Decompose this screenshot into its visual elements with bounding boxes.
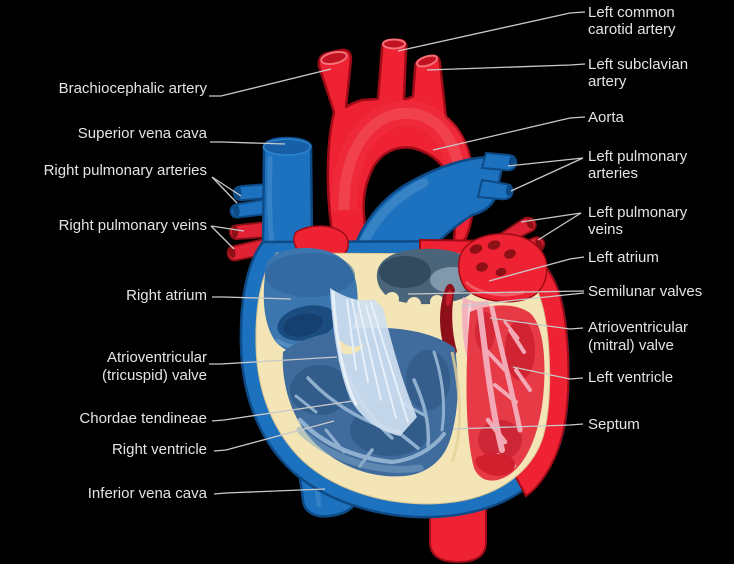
label-left-pulmonary-veins: Left pulmonary veins: [588, 204, 688, 238]
leader-line: [507, 157, 584, 167]
label-right-atrium: Right atrium: [126, 287, 207, 304]
leader-line: [211, 176, 242, 197]
label-left-subclavian-artery: Left subclavian artery: [588, 56, 689, 90]
leader-line: [213, 420, 335, 452]
leader-line: [397, 11, 586, 52]
leader-line: [209, 68, 332, 97]
leader-line: [210, 225, 245, 232]
superior-vena-cava-vessel: [261, 136, 314, 251]
semilunar-valve-cusps: [385, 292, 444, 311]
leader-line: [537, 212, 582, 241]
label-right-ventricle: Right ventricle: [111, 441, 207, 458]
subclavian-opening: [415, 54, 439, 68]
leader-line: [460, 292, 585, 307]
septum-band: [450, 351, 461, 463]
label-right-pulmonary-arteries: Right pulmonary arteries: [43, 162, 207, 179]
leader-line: [489, 317, 584, 330]
leader-line: [407, 290, 585, 295]
label-left-pulmonary-arteries: Left pulmonary arteries: [588, 148, 688, 182]
leader-line: [213, 488, 326, 495]
carotid-opening: [382, 38, 406, 50]
label-tricuspid-valve: Atrioventricular (tricuspid) valve: [101, 349, 207, 384]
leader-line: [211, 400, 354, 422]
label-left-atrium: Left atrium: [588, 249, 659, 266]
label-left-common-carotid-artery: Left common carotid artery: [588, 4, 676, 38]
right-pulmonary-arteries-vessel: [229, 182, 269, 219]
label-inferior-vena-cava: Inferior vena cava: [87, 485, 207, 502]
label-mitral-valve: Atrioventricular (mitral) valve: [588, 319, 689, 354]
aorta-arch: [317, 38, 475, 254]
brachiocephalic-opening: [320, 50, 348, 66]
leader-line: [520, 212, 582, 223]
leader-lines: [209, 11, 586, 495]
leader-line: [510, 157, 584, 192]
leader-line: [210, 141, 286, 145]
left-atrium-chamber: [458, 233, 548, 303]
aortic-root-crescent: [440, 283, 457, 357]
label-semilunar-valves: Semilunar valves: [588, 283, 703, 300]
leader-line: [211, 176, 238, 204]
pulmonary-vein-openings: [469, 240, 516, 277]
leader-line: [212, 296, 292, 300]
label-right-pulmonary-veins: Right pulmonary veins: [58, 217, 207, 234]
left-ventricle-chamber: [466, 305, 545, 481]
leader-line: [432, 116, 586, 151]
right-atrial-appendage: [293, 225, 349, 255]
label-left-ventricle: Left ventricle: [588, 369, 674, 386]
leader-line: [210, 225, 235, 250]
leader-line: [452, 423, 584, 430]
leader-line: [209, 356, 338, 365]
label-brachiocephalic-artery: Brachiocephalic artery: [58, 80, 207, 97]
label-superior-vena-cava: Superior vena cava: [77, 125, 207, 142]
leader-line: [426, 63, 586, 71]
label-aorta: Aorta: [588, 109, 624, 126]
leader-line: [488, 256, 585, 282]
svc-opening: [262, 138, 312, 156]
left-ventricle-chordae: [477, 305, 532, 468]
papillary-muscle: [475, 453, 516, 476]
leader-line: [512, 366, 584, 380]
label-septum: Septum: [588, 416, 640, 433]
tricuspid-chordae-fan: [330, 288, 417, 436]
label-chordae-tendineae: Chordae tendineae: [79, 410, 207, 427]
